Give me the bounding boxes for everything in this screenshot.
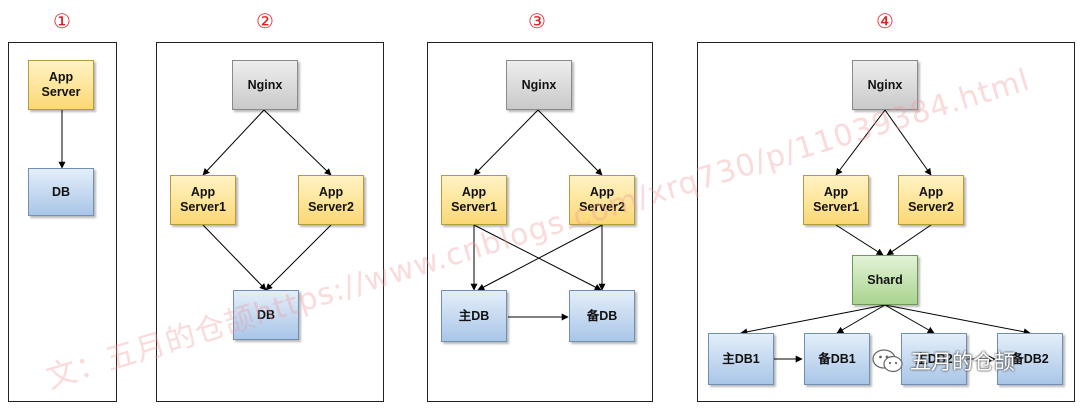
edge-p4-shard-backup1	[836, 304, 886, 334]
p4-nginx-node: Nginx	[852, 60, 918, 110]
edge-p4-app2-shard	[886, 224, 932, 256]
p4-shard-node: Shard	[852, 255, 918, 305]
edge-p4-shard-master1	[740, 304, 886, 336]
p3-app-server2-node: App Server2	[569, 175, 635, 225]
panel-4-frame	[697, 42, 1075, 402]
wechat-badge-label: 五月的仓颉	[910, 350, 1015, 374]
p3-backup-db-node: 备DB	[569, 290, 635, 342]
panel-4-label: ④	[876, 9, 894, 33]
edge-p2-app1-db	[202, 224, 267, 291]
edge-p4-shard-master2	[884, 304, 935, 334]
p1-db-node: DB	[28, 168, 94, 216]
p3-app-server1-node: App Server1	[441, 175, 507, 225]
p2-nginx-node: Nginx	[232, 60, 298, 110]
panel-3-frame	[427, 42, 653, 402]
p1-app-server-node: App Server	[28, 60, 94, 110]
p4-app-server2-node: App Server2	[898, 175, 964, 225]
edge-p4-shard-backup2	[884, 304, 1031, 336]
p2-db-node: DB	[233, 290, 299, 340]
panel-3-label: ③	[528, 9, 546, 33]
p4-backup-db1-node: 备DB1	[804, 333, 870, 385]
edge-p2-app2-db	[265, 224, 332, 291]
p4-master-db2-node: 主DB2	[901, 333, 967, 385]
edge-p4-nginx-app1	[835, 109, 886, 176]
wechat-icon	[872, 349, 903, 373]
p3-master-db-node: 主DB	[441, 290, 507, 342]
edge-p4-nginx-app2	[884, 109, 932, 176]
edge-p3-nginx-app2	[537, 109, 603, 176]
p2-app-server2-node: App Server2	[298, 175, 364, 225]
p4-backup-db2-node: 备DB2	[997, 333, 1063, 385]
edge-p2-nginx-app2	[263, 109, 332, 176]
wechat-badge: 五月的仓颉	[872, 346, 1015, 376]
panel-2-label: ②	[256, 9, 274, 33]
panel-1-label: ①	[53, 9, 71, 33]
edge-p2-nginx-app1	[202, 109, 265, 176]
edge-p4-app1-shard	[835, 224, 884, 256]
panel-2-frame	[156, 42, 384, 402]
edge-p3-nginx-app1	[473, 109, 539, 176]
p2-app-server1-node: App Server1	[170, 175, 236, 225]
p4-app-server1-node: App Server1	[803, 175, 869, 225]
p3-nginx-node: Nginx	[506, 60, 572, 110]
p4-master-db1-node: 主DB1	[708, 333, 774, 385]
panel-1-frame	[8, 42, 117, 402]
edge-p3-app1-backup	[473, 224, 602, 291]
edge-p3-app2-master	[477, 224, 603, 291]
